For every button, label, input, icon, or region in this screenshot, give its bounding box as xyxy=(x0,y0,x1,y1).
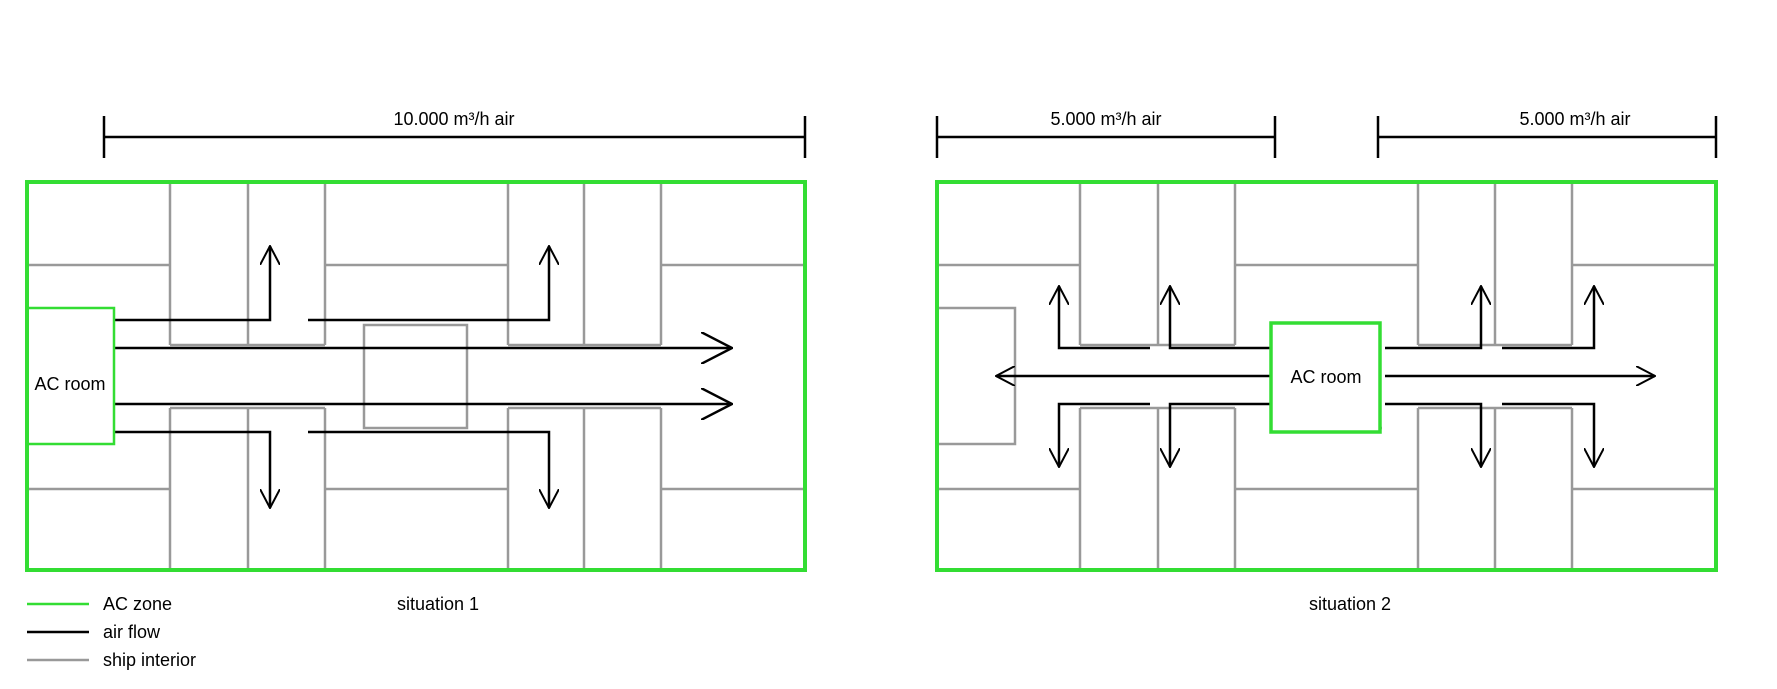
situation-1-dimension-label: 10.000 m³/h air xyxy=(393,109,514,129)
situation-2-ac-room-label: AC room xyxy=(1290,367,1361,387)
situation-2-air-flow xyxy=(996,286,1655,467)
air-flow-arrow xyxy=(1385,286,1481,350)
legend-item-air-flow: air flow xyxy=(103,622,161,642)
situation-2-dimension-left-label: 5.000 m³/h air xyxy=(1050,109,1161,129)
air-flow-arrow xyxy=(308,430,549,508)
situation-2-ship-interior xyxy=(937,182,1716,570)
situation-2-caption: situation 2 xyxy=(1309,594,1391,614)
situation-2-ac-room xyxy=(1269,321,1382,434)
situation-2-dimension-right xyxy=(1376,116,1718,158)
legend-item-ship-interior: ship interior xyxy=(103,650,196,670)
air-flow-arrow xyxy=(1502,286,1594,350)
situation-1-ac-room xyxy=(25,306,116,446)
situation-1-ac-zone xyxy=(25,180,807,572)
air-flow-arrow xyxy=(1059,286,1150,350)
situation-2-ac-zone-outline xyxy=(935,180,1718,572)
situation-1-air-flow xyxy=(114,246,732,508)
situation-1-caption: situation 1 xyxy=(397,594,479,614)
situation-2: 5.000 m³/h air 5.000 m³/h air xyxy=(935,109,1718,614)
air-flow-arrow xyxy=(308,246,549,322)
situation-2-dimension-right-label: 5.000 m³/h air xyxy=(1519,109,1630,129)
situation-1-ship-interior xyxy=(27,182,805,570)
air-flow-arrow xyxy=(1059,402,1150,467)
situation-1: 10.000 m³/h air xyxy=(25,109,807,614)
air-flow-arrow xyxy=(1170,286,1270,350)
air-flow-arrow xyxy=(114,246,270,322)
situation-2-dimension-left xyxy=(935,116,1277,158)
air-flow-arrow xyxy=(114,430,270,508)
situation-1-center-room xyxy=(362,323,469,430)
air-flow-arrow xyxy=(1502,402,1594,467)
legend-item-ac-zone: AC zone xyxy=(103,594,172,614)
air-flow-arrow xyxy=(1385,402,1481,467)
situation-2-ac-zone xyxy=(935,180,1718,572)
air-flow-arrow xyxy=(1170,402,1270,467)
legend: AC zone air flow ship interior xyxy=(27,594,196,670)
situation-1-ac-zone-outline xyxy=(25,180,807,572)
situation-1-ac-room-label: AC room xyxy=(34,374,105,394)
situation-1-dimension xyxy=(102,116,807,158)
